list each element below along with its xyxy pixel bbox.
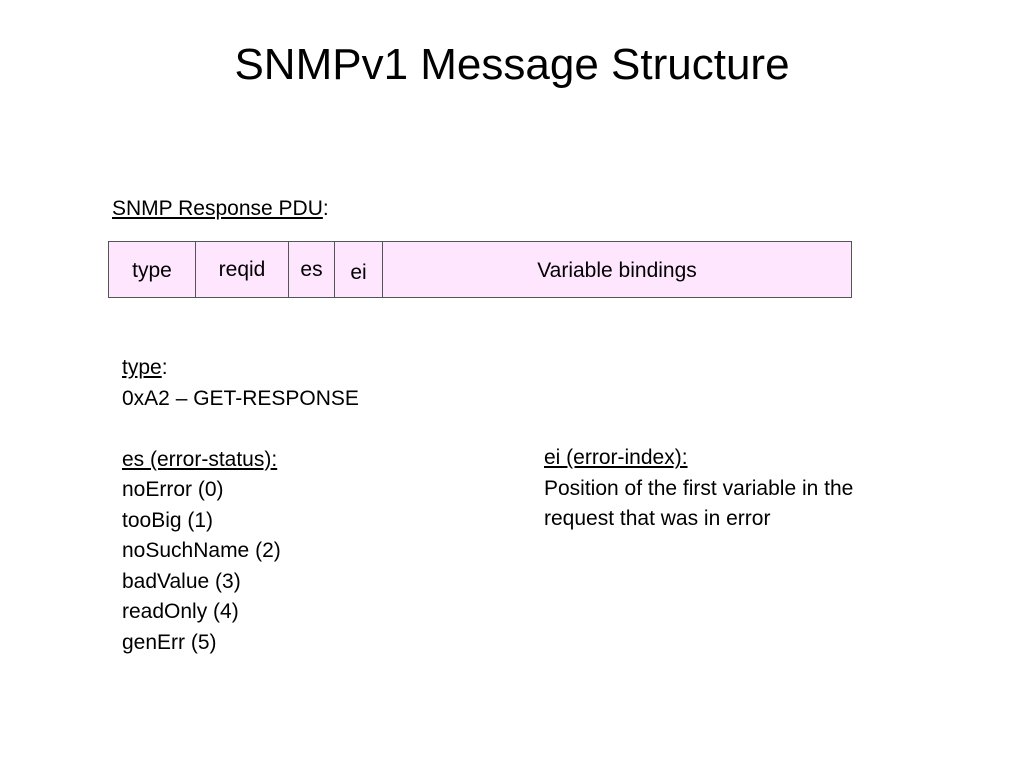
ei-heading: ei (error-index): xyxy=(544,443,853,474)
es-item: readOnly (4) xyxy=(122,600,239,623)
es-item: noError (0) xyxy=(122,478,224,501)
type-value: 0xA2 – GET-RESPONSE xyxy=(122,386,359,410)
ei-heading-label: ei (error-index): xyxy=(544,446,688,469)
pdu-heading-label: SNMP Response PDU xyxy=(112,197,323,220)
es-item: noSuchName (2) xyxy=(122,539,281,562)
pdu-field-reqid-label: reqid xyxy=(218,258,266,281)
pdu-field-reqid: reqid xyxy=(196,242,289,297)
es-item: genErr (5) xyxy=(122,630,217,654)
pdu-field-es-label: es xyxy=(300,258,323,281)
spacer xyxy=(122,414,359,445)
pdu-field-ei: ei xyxy=(335,242,383,297)
pdu-field-type: type xyxy=(109,242,196,297)
pdu-heading-suffix: : xyxy=(322,197,329,220)
es-heading: es (error-status): xyxy=(122,445,359,476)
pdu-field-ei-label: ei xyxy=(350,261,367,284)
pdu-field-type-label: type xyxy=(132,259,172,282)
type-es-description: type: 0xA2 – GET-RESPONSE es (error-stat… xyxy=(122,353,359,658)
ei-description: ei (error-index): Position of the first … xyxy=(544,443,853,535)
ei-line: request that was in error xyxy=(544,507,771,530)
es-item: tooBig (1) xyxy=(122,508,214,532)
es-item: badValue (3) xyxy=(122,569,241,593)
ei-line: Position of the first variable in the xyxy=(544,476,854,500)
pdu-field-variable-bindings: Variable bindings xyxy=(383,242,851,297)
slide-title: SNMPv1 Message Structure xyxy=(234,40,790,89)
pdu-field-es: es xyxy=(289,242,335,297)
type-heading: type: xyxy=(122,353,359,384)
pdu-field-variable-bindings-label: Variable bindings xyxy=(537,259,697,282)
pdu-field-row: type reqid es ei Variable bindings xyxy=(108,241,852,298)
pdu-heading: SNMP Response PDU: xyxy=(112,196,329,222)
es-heading-label: es (error-status): xyxy=(122,447,278,471)
type-heading-label: type xyxy=(122,356,162,379)
type-heading-suffix: : xyxy=(161,356,168,379)
